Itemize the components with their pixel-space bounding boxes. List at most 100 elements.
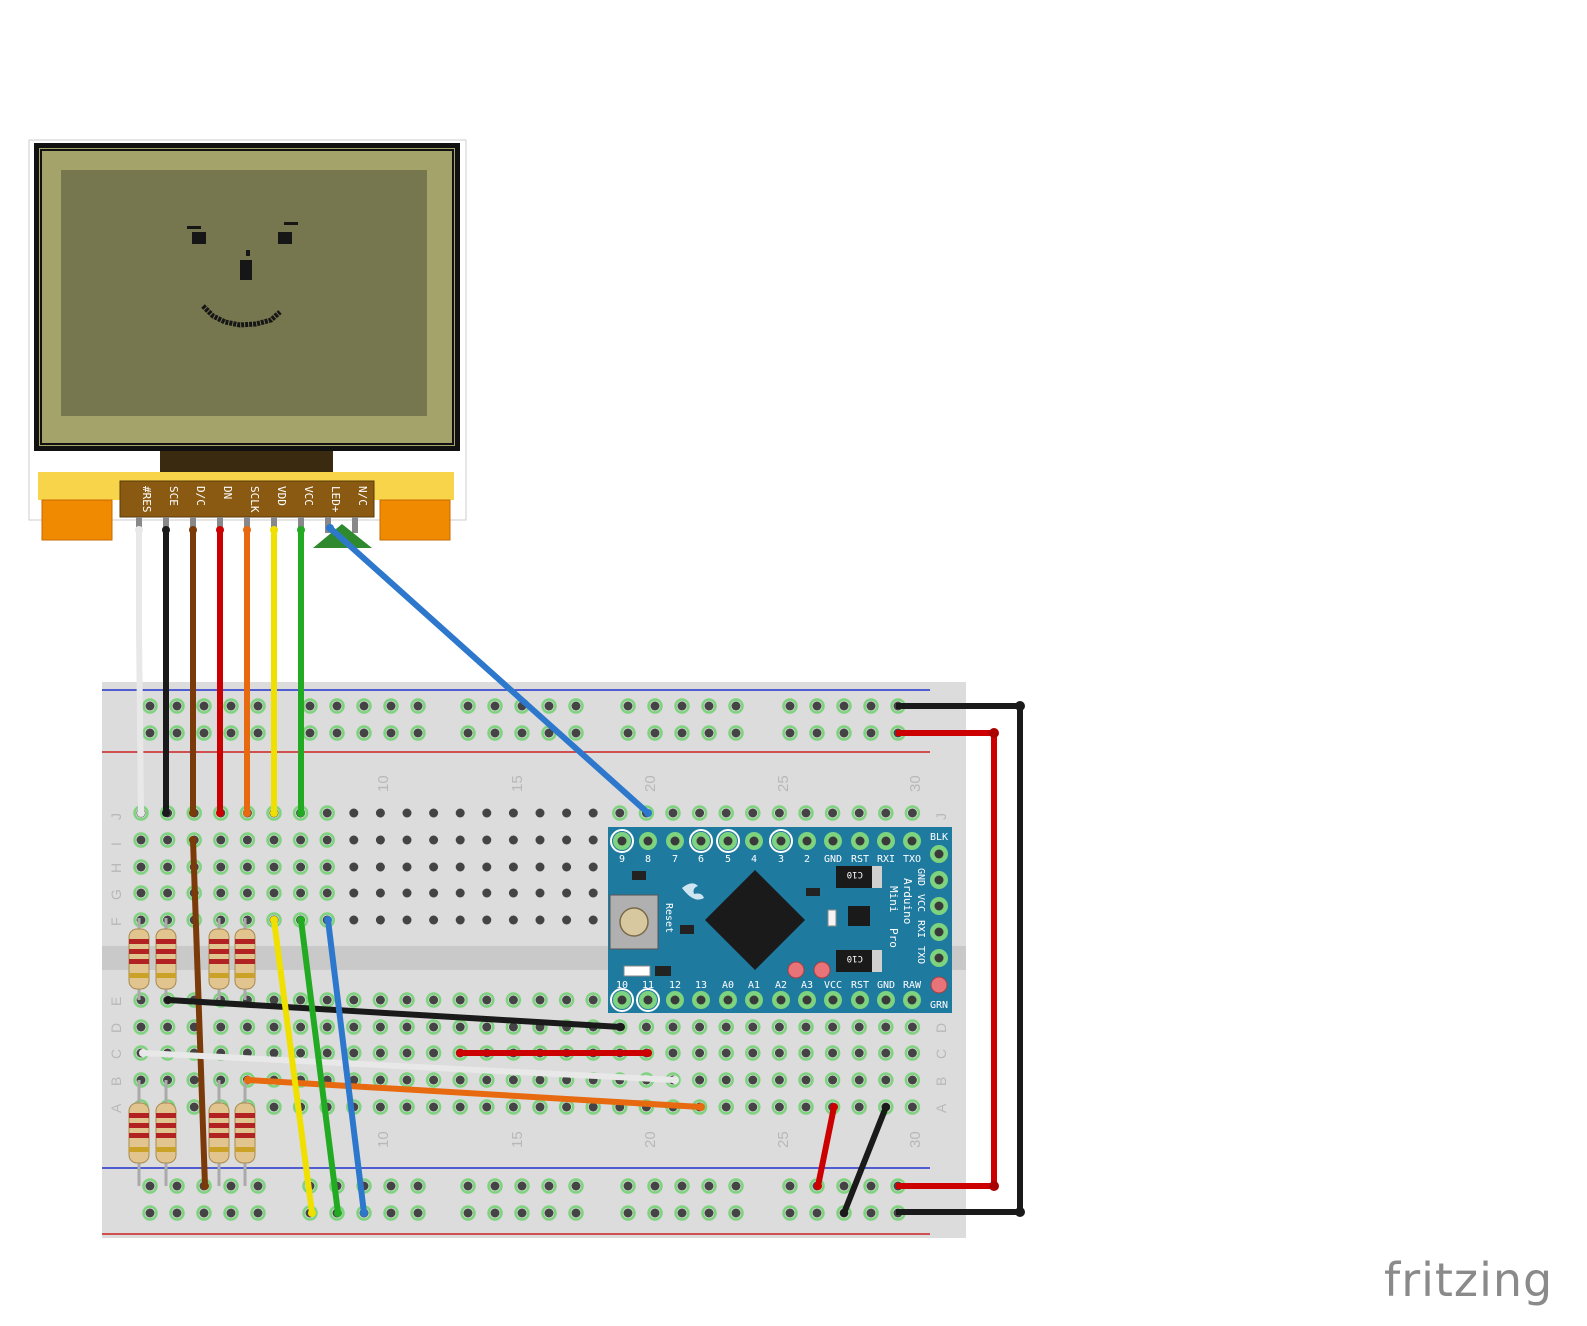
breadboard-hole[interactable] <box>508 1102 518 1112</box>
power-rail-hole[interactable] <box>359 728 369 738</box>
breadboard-hole[interactable] <box>375 915 385 925</box>
breadboard-hole[interactable] <box>854 1075 864 1085</box>
breadboard-hole[interactable] <box>455 915 465 925</box>
arduino-pin[interactable] <box>855 995 865 1005</box>
breadboard-hole[interactable] <box>136 835 146 845</box>
power-rail-hole[interactable] <box>731 1208 741 1218</box>
power-rail-hole[interactable] <box>704 701 714 711</box>
wire-green-jumper[interactable] <box>298 917 341 1216</box>
breadboard-hole[interactable] <box>189 1102 199 1112</box>
power-rail-hole[interactable] <box>253 701 263 711</box>
power-rail-hole[interactable] <box>332 701 342 711</box>
power-rail-hole[interactable] <box>677 1208 687 1218</box>
power-rail-hole[interactable] <box>463 701 473 711</box>
power-rail-hole[interactable] <box>172 728 182 738</box>
arduino-side-pin[interactable] <box>934 953 944 963</box>
reset-button-cap[interactable] <box>619 907 649 937</box>
power-rail-hole[interactable] <box>839 701 849 711</box>
breadboard-hole[interactable] <box>562 1075 572 1085</box>
power-rail-hole[interactable] <box>544 701 554 711</box>
power-rail-hole[interactable] <box>386 1208 396 1218</box>
breadboard-hole[interactable] <box>269 1048 279 1058</box>
breadboard-hole[interactable] <box>349 835 359 845</box>
breadboard-hole[interactable] <box>402 1102 412 1112</box>
breadboard-hole[interactable] <box>163 888 173 898</box>
breadboard-hole[interactable] <box>801 1022 811 1032</box>
power-rail-hole[interactable] <box>226 701 236 711</box>
power-rail-hole[interactable] <box>623 701 633 711</box>
breadboard-hole[interactable] <box>216 888 226 898</box>
power-rail-hole[interactable] <box>812 701 822 711</box>
arduino-pin[interactable] <box>907 995 917 1005</box>
power-rail-hole[interactable] <box>226 1208 236 1218</box>
breadboard-hole[interactable] <box>881 808 891 818</box>
breadboard-hole[interactable] <box>349 1022 359 1032</box>
breadboard-hole[interactable] <box>322 995 332 1005</box>
power-rail-hole[interactable] <box>305 728 315 738</box>
breadboard-hole[interactable] <box>322 862 332 872</box>
breadboard-hole[interactable] <box>535 1075 545 1085</box>
breadboard-hole[interactable] <box>402 835 412 845</box>
breadboard-hole[interactable] <box>588 808 598 818</box>
wire-brown-jumper[interactable] <box>190 837 208 1189</box>
arduino-pin[interactable] <box>881 995 891 1005</box>
breadboard-hole[interactable] <box>429 808 439 818</box>
power-rail-hole[interactable] <box>731 1181 741 1191</box>
power-rail-hole[interactable] <box>386 701 396 711</box>
wire-red-vcc[interactable] <box>815 1104 837 1189</box>
arduino-pin[interactable] <box>855 836 865 846</box>
breadboard-hole[interactable] <box>668 808 678 818</box>
breadboard-hole[interactable] <box>588 862 598 872</box>
arduino-pin[interactable] <box>802 995 812 1005</box>
breadboard-hole[interactable] <box>269 995 279 1005</box>
power-rail-hole[interactable] <box>571 701 581 711</box>
breadboard-hole[interactable] <box>375 835 385 845</box>
breadboard-hole[interactable] <box>163 1022 173 1032</box>
power-rail-hole[interactable] <box>386 728 396 738</box>
power-rail-hole[interactable] <box>413 728 423 738</box>
arduino-pin[interactable] <box>828 995 838 1005</box>
lcd-pin[interactable] <box>352 517 358 533</box>
power-rail-hole[interactable] <box>199 701 209 711</box>
breadboard-hole[interactable] <box>375 808 385 818</box>
power-rail-hole[interactable] <box>731 701 741 711</box>
breadboard-hole[interactable] <box>801 1075 811 1085</box>
breadboard-hole[interactable] <box>402 888 412 898</box>
arduino-pin[interactable] <box>617 836 627 846</box>
breadboard-hole[interactable] <box>482 915 492 925</box>
breadboard-hole[interactable] <box>455 1102 465 1112</box>
breadboard-hole[interactable] <box>562 995 572 1005</box>
power-rail-hole[interactable] <box>677 1181 687 1191</box>
power-rail-hole[interactable] <box>199 1208 209 1218</box>
breadboard-hole[interactable] <box>296 1048 306 1058</box>
power-rail-hole[interactable] <box>623 1208 633 1218</box>
breadboard-hole[interactable] <box>349 1048 359 1058</box>
wire-black-gnd[interactable] <box>841 1104 889 1216</box>
power-rail-hole[interactable] <box>704 1208 714 1218</box>
wire-blue-led[interactable] <box>327 525 651 816</box>
breadboard-hole[interactable] <box>535 888 545 898</box>
wire-yellow-jumper[interactable] <box>271 917 315 1216</box>
breadboard-hole[interactable] <box>429 1075 439 1085</box>
breadboard-hole[interactable] <box>429 915 439 925</box>
breadboard-hole[interactable] <box>641 1022 651 1032</box>
breadboard-hole[interactable] <box>828 1075 838 1085</box>
breadboard-hole[interactable] <box>429 1048 439 1058</box>
breadboard-hole[interactable] <box>721 1102 731 1112</box>
breadboard-hole[interactable] <box>322 808 332 818</box>
power-rail-hole[interactable] <box>544 728 554 738</box>
breadboard-hole[interactable] <box>508 835 518 845</box>
power-rail-hole[interactable] <box>704 728 714 738</box>
arduino-pin[interactable] <box>723 995 733 1005</box>
resistor[interactable] <box>155 1080 177 1186</box>
breadboard-hole[interactable] <box>322 835 332 845</box>
breadboard-hole[interactable] <box>562 835 572 845</box>
breadboard-hole[interactable] <box>375 888 385 898</box>
breadboard-hole[interactable] <box>455 1022 465 1032</box>
arduino-pin[interactable] <box>881 836 891 846</box>
power-rail-hole[interactable] <box>332 728 342 738</box>
breadboard-hole[interactable] <box>508 1022 518 1032</box>
power-rail-hole[interactable] <box>866 728 876 738</box>
power-rail-hole[interactable] <box>812 1208 822 1218</box>
lcd-pin[interactable] <box>298 517 304 533</box>
